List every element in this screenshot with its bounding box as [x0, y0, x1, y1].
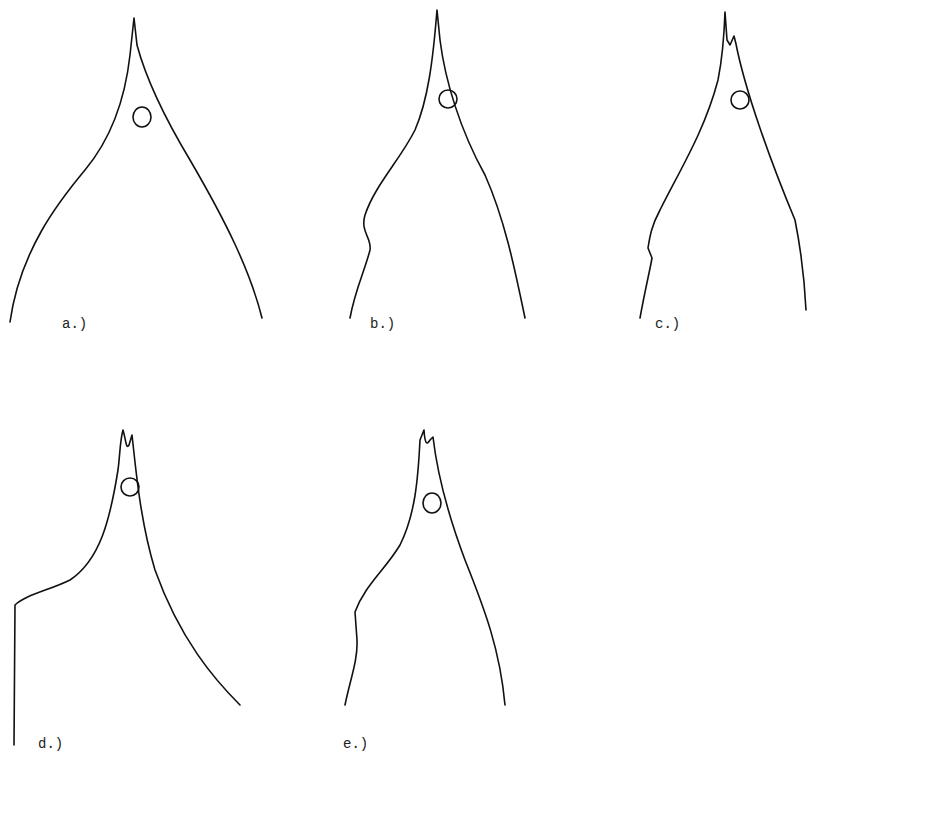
circle-d: [121, 478, 139, 496]
outline-a: [10, 18, 262, 322]
outline-c: [640, 12, 806, 318]
circle-e: [423, 493, 441, 513]
circle-b: [439, 90, 457, 108]
outline-b: [350, 10, 525, 318]
outline-d: [14, 430, 240, 745]
figure-label: a.): [62, 316, 87, 332]
outline-e: [345, 430, 505, 705]
figure-label: d.): [38, 736, 63, 752]
circle-c: [731, 91, 749, 109]
figure-label: c.): [655, 316, 680, 332]
circle-a: [133, 107, 151, 127]
figure-label: b.): [370, 316, 395, 332]
figure-label: e.): [343, 736, 368, 752]
